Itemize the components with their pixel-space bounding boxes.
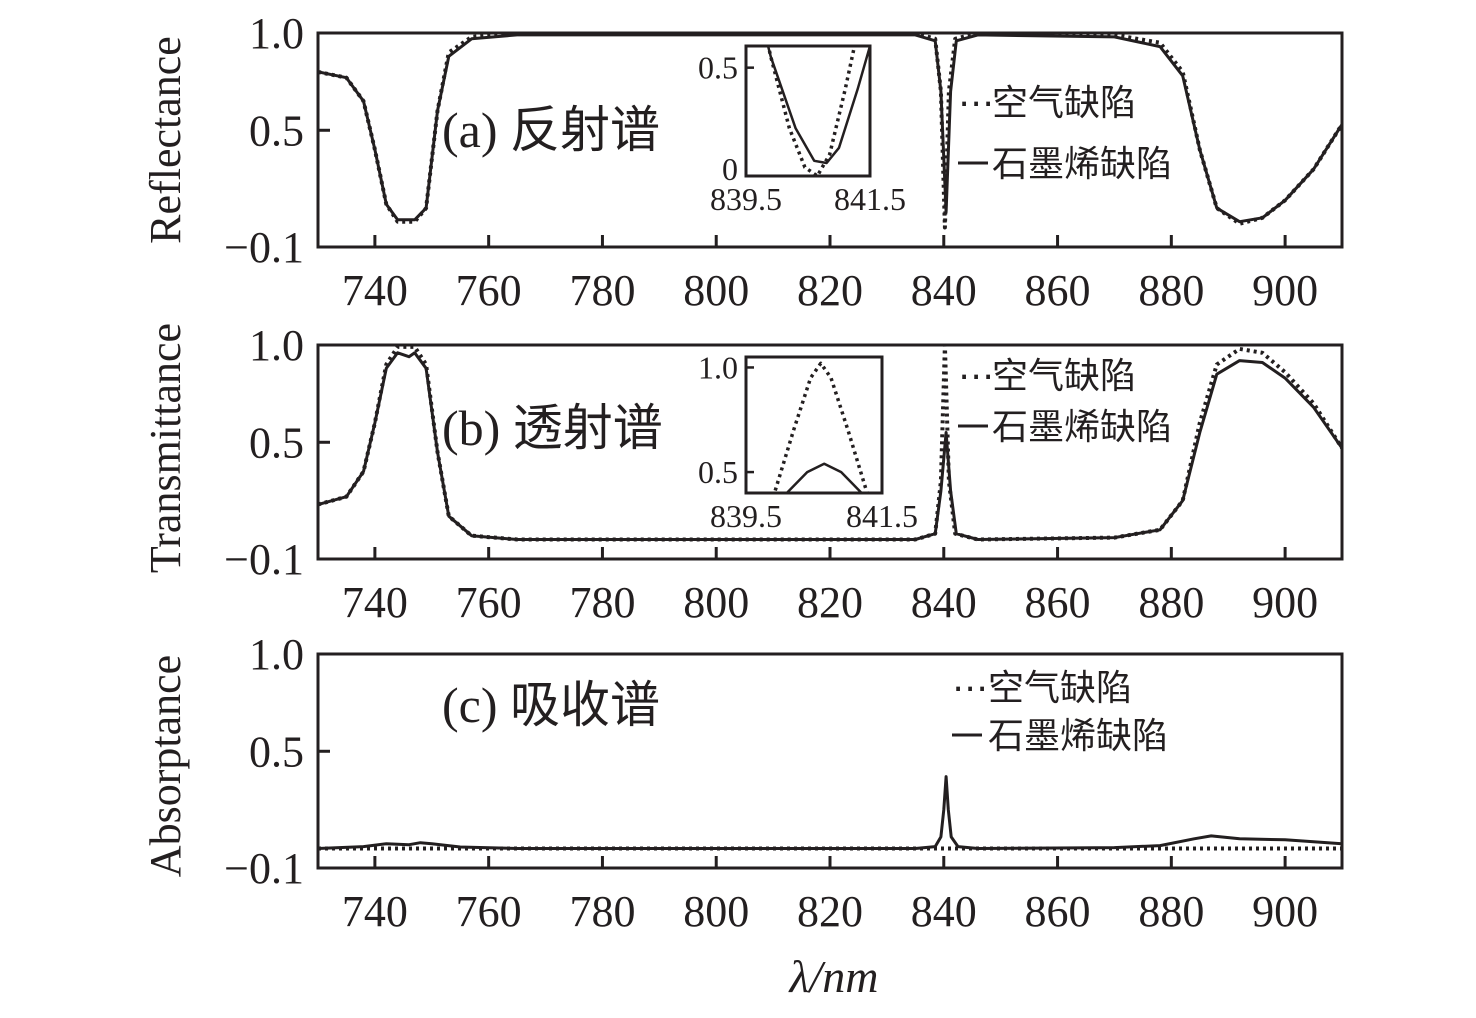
y-tick-label: −0.1 xyxy=(224,535,304,584)
y-tick-label: 1.0 xyxy=(249,630,304,679)
x-tick-label: 820 xyxy=(797,266,863,315)
x-tick-label: 760 xyxy=(456,578,522,627)
x-tick-label: 880 xyxy=(1138,266,1204,315)
inset-frame xyxy=(744,355,884,495)
x-tick-label: 740 xyxy=(342,266,408,315)
inset-tick-labels: 1.0 0.5 839.5 841.5 xyxy=(698,349,918,534)
inset-x-tick-label: 841.5 xyxy=(846,498,918,534)
x-tick-label: 840 xyxy=(911,887,977,936)
series-line-graphene-defect xyxy=(318,33,1342,224)
series-line-graphene-defect xyxy=(785,462,863,493)
y-tick-label: 0.5 xyxy=(249,727,304,776)
panel-reflectance: 1.0 0.5 −0.1 740 760 780 800 820 840 860 880 900 (… xyxy=(224,9,1344,315)
x-tick-labels: 740 760 780 800 820 840 860 880 900 xyxy=(342,235,1318,315)
x-tick-label: 900 xyxy=(1252,266,1318,315)
legend-entry-air-defect: 空气缺陷 xyxy=(992,356,1136,397)
inset-x-tick-label: 841.5 xyxy=(834,181,906,217)
y-tick-label: 0.5 xyxy=(249,106,304,155)
legend-entry-air-defect: 空气缺陷 xyxy=(988,668,1132,709)
legend-entry-graphene-defect: 石墨烯缺陷 xyxy=(988,716,1168,757)
series-line-air-defect xyxy=(772,361,869,493)
legend-entry-air-defect: 空气缺陷 xyxy=(992,83,1136,124)
legend: ⋯ 空气缺陷 石墨烯缺陷 xyxy=(958,356,1172,448)
inset-y-tick-label: 0.5 xyxy=(698,454,738,490)
y-axis-label-absorptance: Absorptance xyxy=(141,655,190,877)
x-axis-label: λ/nm xyxy=(788,951,879,1002)
legend-dotted-marker: ⋯ xyxy=(958,356,994,397)
x-tick-label: 800 xyxy=(683,887,749,936)
legend-dotted-marker: ⋯ xyxy=(958,83,994,124)
inset-x-tick-label: 839.5 xyxy=(710,181,782,217)
x-tick-labels: 740 760 780 800 820 840 860 880 900 xyxy=(342,547,1318,627)
inset-y-tick-label: 0 xyxy=(722,151,738,187)
x-tick-label: 820 xyxy=(797,887,863,936)
x-tick-label: 760 xyxy=(456,887,522,936)
x-tick-labels: 740 760 780 800 820 840 860 880 900 xyxy=(342,856,1318,936)
y-axis-label-reflectance: Reflectance xyxy=(141,36,190,244)
panel-label-a: (a) 反射谱 xyxy=(442,102,660,158)
series-line-graphene-defect xyxy=(766,46,870,165)
x-tick-label: 760 xyxy=(456,266,522,315)
y-tick-labels: 1.0 0.5 −0.1 xyxy=(224,321,330,584)
inset-transmittance: 1.0 0.5 839.5 841.5 xyxy=(698,349,918,534)
panel-label-c: (c) 吸收谱 xyxy=(442,677,660,733)
panel-label-b: (b) 透射谱 xyxy=(442,400,663,456)
series-line-graphene-defect xyxy=(318,351,1342,541)
inset-series-layer xyxy=(772,361,869,493)
y-tick-label: −0.1 xyxy=(224,844,304,893)
x-tick-label: 900 xyxy=(1252,887,1318,936)
x-tick-label: 800 xyxy=(683,578,749,627)
legend-entry-graphene-defect: 石墨烯缺陷 xyxy=(992,144,1172,185)
y-tick-label: 0.5 xyxy=(249,418,304,467)
series-layer xyxy=(318,345,1342,542)
y-tick-labels: 1.0 0.5 −0.1 xyxy=(224,9,330,272)
series-line-graphene-defect xyxy=(318,775,1342,850)
series-layer xyxy=(318,775,1342,851)
panel-absorptance: 1.0 0.5 −0.1 740 760 780 800 820 840 860 880 900 (… xyxy=(224,630,1344,936)
x-tick-label: 780 xyxy=(569,887,635,936)
y-axis-label-transmittance: Transmittance xyxy=(141,323,190,573)
legend-entry-graphene-defect: 石墨烯缺陷 xyxy=(992,407,1172,448)
legend: ⋯ 空气缺陷 石墨烯缺陷 xyxy=(952,668,1168,757)
x-tick-label: 860 xyxy=(1025,578,1091,627)
inset-y-tick-label: 1.0 xyxy=(698,349,738,385)
x-tick-label: 780 xyxy=(569,578,635,627)
x-tick-label: 880 xyxy=(1138,578,1204,627)
x-tick-label: 840 xyxy=(911,266,977,315)
series-line-air-defect xyxy=(766,46,857,176)
inset-x-tick-label: 839.5 xyxy=(710,498,782,534)
y-tick-label: 1.0 xyxy=(249,9,304,58)
inset-series-layer xyxy=(766,46,870,176)
x-tick-label: 780 xyxy=(569,266,635,315)
y-tick-label: −0.1 xyxy=(224,223,304,272)
panel-transmittance: 1.0 0.5 −0.1 740 760 780 800 820 840 860 880 900 (… xyxy=(224,321,1344,627)
y-tick-label: 1.0 xyxy=(249,321,304,370)
x-tick-label: 860 xyxy=(1025,266,1091,315)
x-tick-label: 860 xyxy=(1025,887,1091,936)
y-tick-labels: 1.0 0.5 −0.1 xyxy=(224,630,330,893)
series-line-air-defect xyxy=(318,345,1342,542)
inset-y-tick-label: 0.5 xyxy=(698,50,738,86)
x-tick-label: 840 xyxy=(911,578,977,627)
x-tick-label: 740 xyxy=(342,578,408,627)
x-tick-label: 900 xyxy=(1252,578,1318,627)
series-layer xyxy=(318,33,1342,230)
x-tick-label: 820 xyxy=(797,578,863,627)
x-tick-label: 800 xyxy=(683,266,749,315)
legend: ⋯ 空气缺陷 石墨烯缺陷 xyxy=(958,83,1172,185)
legend-dotted-marker: ⋯ xyxy=(952,668,988,709)
x-tick-label: 880 xyxy=(1138,887,1204,936)
x-tick-label: 740 xyxy=(342,887,408,936)
inset-frame xyxy=(744,44,872,178)
